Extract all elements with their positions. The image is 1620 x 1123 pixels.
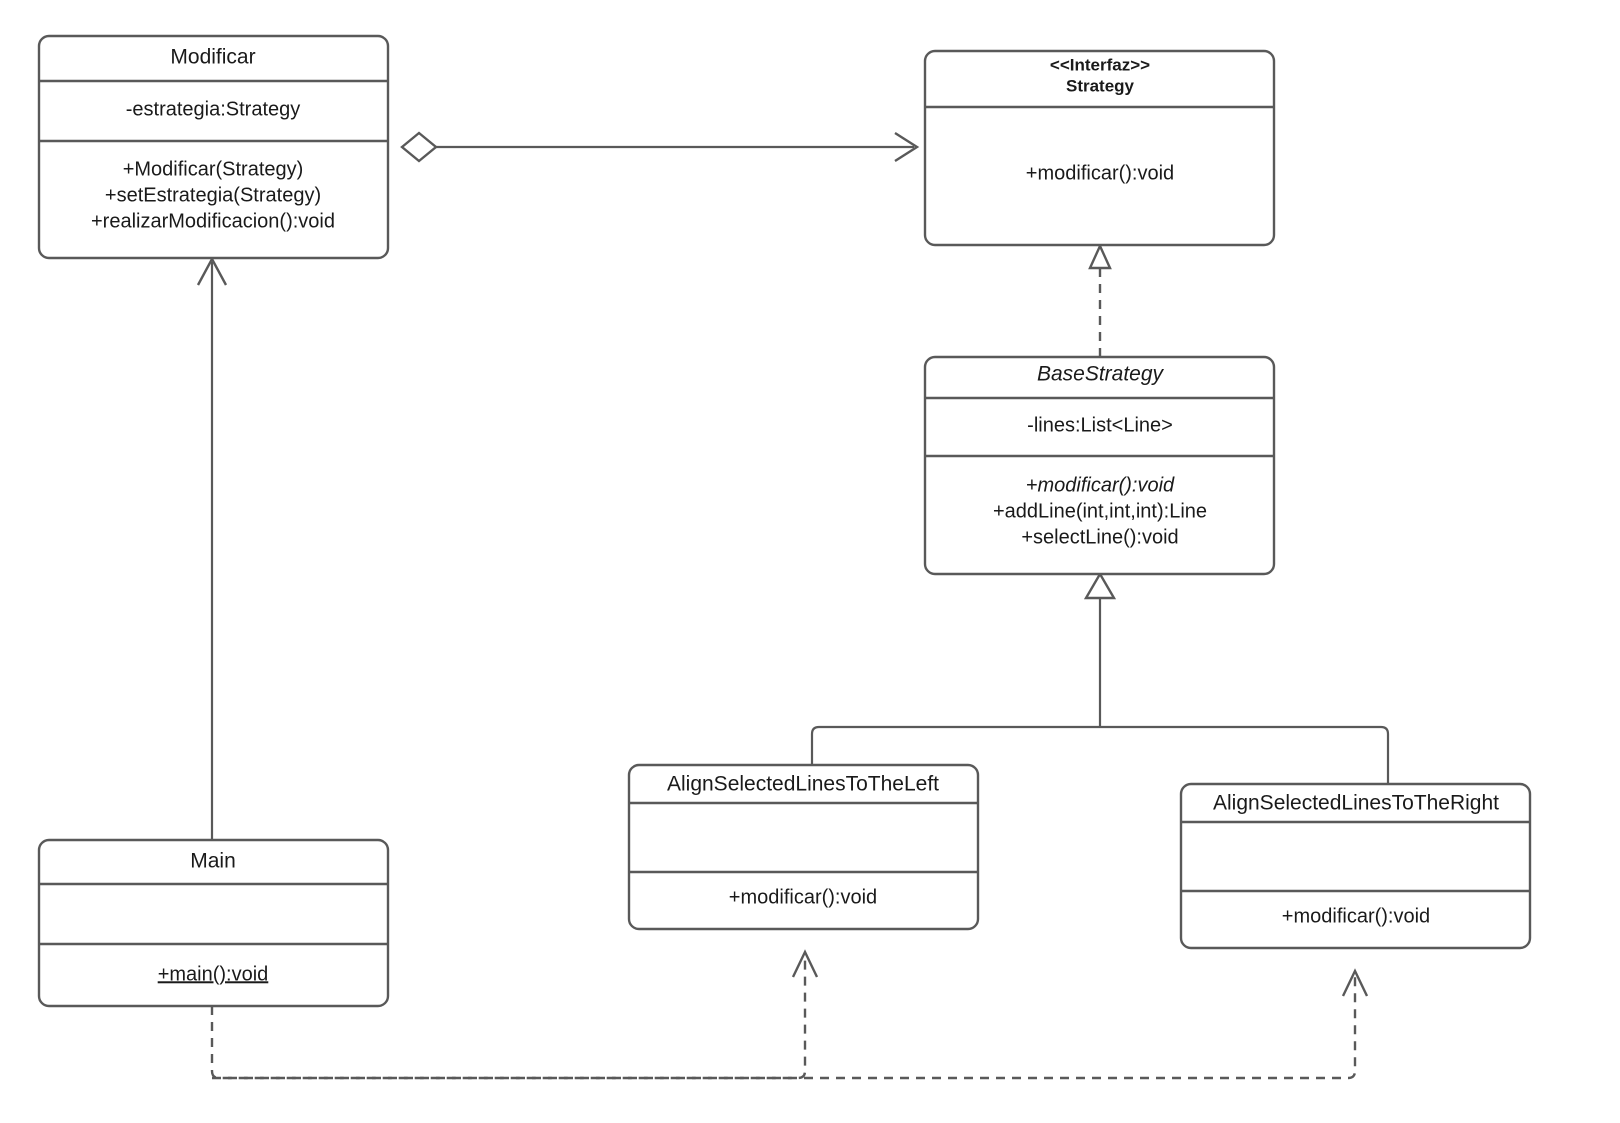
method-row: +setEstrategia(Strategy) — [105, 184, 321, 206]
method-row: +addLine(int,int,int):Line — [993, 500, 1207, 522]
method-row-abstract: +modificar():void — [1026, 474, 1175, 496]
method-row-static: +main():void — [158, 963, 269, 985]
class-name-base-strategy: BaseStrategy — [1037, 363, 1165, 386]
attribute-row: -estrategia:Strategy — [126, 98, 301, 120]
edge-basestrategy-realizes-strategy[interactable] — [1088, 243, 1112, 357]
method-row: +modificar():void — [729, 886, 877, 908]
edge-main-depends-alignleft[interactable] — [210, 949, 819, 1080]
class-box-strategy[interactable]: <<Interfaz>> Strategy +modificar():void — [923, 49, 1276, 247]
edge-generalization-tree-basestrategy[interactable] — [810, 571, 1390, 788]
class-box-align-left[interactable]: AlignSelectedLinesToTheLeft +modificar()… — [627, 763, 980, 931]
class-stereotype-strategy: <<Interfaz>> — [1050, 55, 1150, 74]
method-row: +modificar():void — [1282, 905, 1430, 927]
edge-modificar-aggregates-strategy[interactable] — [400, 131, 920, 163]
method-row: +selectLine():void — [1021, 526, 1178, 548]
class-name-modificar: Modificar — [170, 46, 255, 69]
attribute-row: -lines:List<Line> — [1027, 414, 1173, 436]
method-row: +realizarModificacion():void — [91, 210, 335, 232]
method-row: +Modificar(Strategy) — [123, 158, 304, 180]
class-name-main: Main — [190, 850, 236, 873]
method-row: +modificar():void — [1026, 162, 1174, 184]
class-box-modificar[interactable]: Modificar -estrategia:Strategy +Modifica… — [37, 34, 390, 260]
edge-main-uses-modificar[interactable] — [196, 256, 228, 840]
class-name-strategy: Strategy — [1066, 76, 1135, 95]
class-box-main[interactable]: Main +main():void — [37, 838, 390, 1008]
edge-main-depends-alignright[interactable] — [212, 968, 1369, 1080]
class-name-align-right: AlignSelectedLinesToTheRight — [1213, 792, 1499, 815]
class-name-align-left: AlignSelectedLinesToTheLeft — [667, 773, 939, 796]
class-box-align-right[interactable]: AlignSelectedLinesToTheRight +modificar(… — [1179, 782, 1532, 950]
class-box-base-strategy[interactable]: BaseStrategy -lines:List<Line> +modifica… — [923, 355, 1276, 576]
